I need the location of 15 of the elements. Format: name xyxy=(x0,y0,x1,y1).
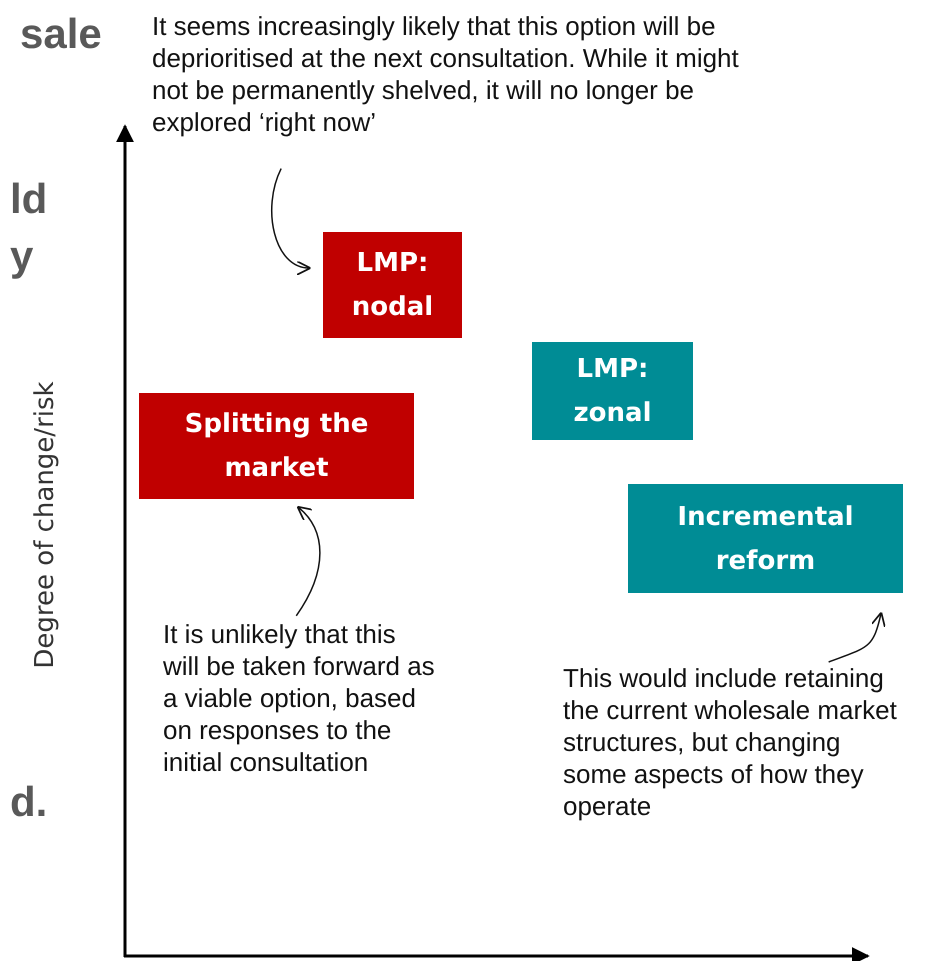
annotation-text: It seems increasingly likely that this option will be deprioritised at the next consultation. While it might not be permanently shelved, it will no longer be explored ‘right now’ xyxy=(152,10,767,138)
cropped-text: d. xyxy=(10,778,48,826)
curved-arrow xyxy=(828,612,886,663)
option-box: LMP: zonal xyxy=(532,342,693,440)
cropped-text: ld xyxy=(10,175,48,223)
curved-arrow xyxy=(271,168,312,274)
cropped-text: sale xyxy=(20,10,102,58)
curved-arrow xyxy=(296,506,321,616)
axis-label: Degree of change/risk xyxy=(30,381,60,669)
cropped-text: y xyxy=(10,232,34,280)
annotation-text: It is unlikely that this will be taken forward as a viable option, based on responses to the initial consultation xyxy=(163,618,435,778)
annotation-text: This would include retaining the current wholesale market structures, but changing some aspects of how they operate xyxy=(563,662,908,822)
option-box: Incremental reform xyxy=(628,484,903,593)
option-box: Splitting the market xyxy=(139,393,414,499)
option-box: LMP: nodal xyxy=(323,232,462,338)
